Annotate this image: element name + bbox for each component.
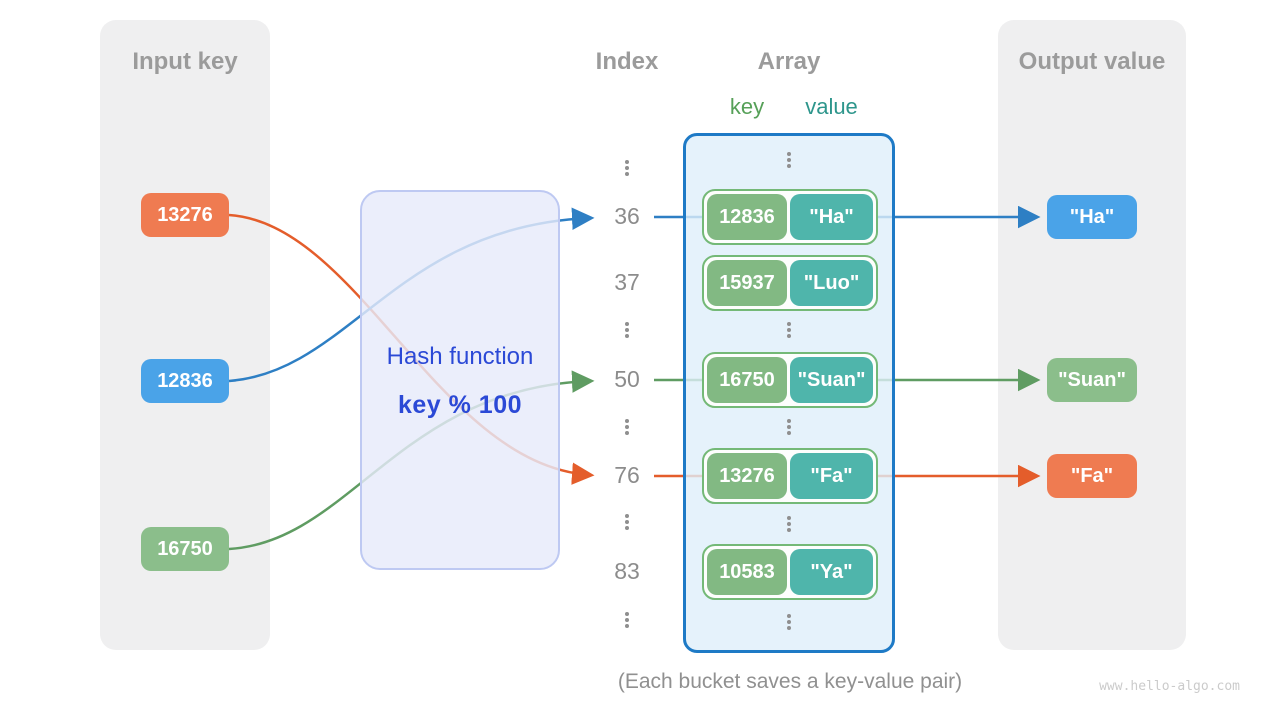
- index-ellipsis-dots: [625, 322, 629, 326]
- key-column-label: key: [729, 94, 765, 119]
- bucket-key: 13276: [707, 453, 787, 499]
- index-76: 76: [614, 462, 640, 488]
- bucket-value: "Fa": [790, 453, 873, 499]
- output-value-suan: "Suan": [1047, 358, 1137, 402]
- output-panel-title: Output value: [1018, 48, 1166, 75]
- diagram-caption: (Each bucket saves a key-value pair): [617, 670, 963, 693]
- output-value-panel: [998, 20, 1186, 650]
- bucket-value: "Ha": [790, 194, 873, 240]
- output-value-ha: "Ha": [1047, 195, 1137, 239]
- hash-function-label: Hash function: [386, 343, 534, 370]
- bucket-row: 12836 "Ha": [702, 189, 878, 245]
- value-column-label: value: [805, 94, 858, 119]
- hash-function-box: [360, 190, 560, 570]
- index-ellipsis-dots: [625, 514, 629, 518]
- bucket-key: 15937: [707, 260, 787, 306]
- array-ellipsis-dots: [787, 516, 791, 520]
- input-key-12836: 12836: [141, 359, 229, 403]
- bucket-value: "Ya": [790, 549, 873, 595]
- input-key-16750: 16750: [141, 527, 229, 571]
- input-panel-title: Input key: [132, 48, 238, 75]
- array-column-header: Array: [757, 48, 821, 75]
- bucket-key: 12836: [707, 194, 787, 240]
- bucket-value: "Luo": [790, 260, 873, 306]
- bucket-row: 15937 "Luo": [702, 255, 878, 311]
- bucket-row: 16750 "Suan": [702, 352, 878, 408]
- hash-formula: key % 100: [397, 391, 523, 419]
- index-ellipsis-dots: [625, 612, 629, 616]
- input-key-13276: 13276: [141, 193, 229, 237]
- index-ellipsis-dots: [625, 160, 629, 164]
- array-ellipsis-dots: [787, 152, 791, 156]
- bucket-key: 10583: [707, 549, 787, 595]
- index-36: 36: [614, 203, 640, 229]
- index-column-header: Index: [595, 48, 659, 75]
- output-value-fa: "Fa": [1047, 454, 1137, 498]
- array-ellipsis-dots: [787, 614, 791, 618]
- index-50: 50: [614, 366, 640, 392]
- bucket-key: 16750: [707, 357, 787, 403]
- bucket-row: 13276 "Fa": [702, 448, 878, 504]
- index-37: 37: [614, 269, 640, 295]
- bucket-row: 10583 "Ya": [702, 544, 878, 600]
- bucket-value: "Suan": [790, 357, 873, 403]
- array-ellipsis-dots: [787, 322, 791, 326]
- site-watermark: www.hello-algo.com: [1099, 679, 1240, 694]
- index-83: 83: [614, 558, 640, 584]
- array-ellipsis-dots: [787, 419, 791, 423]
- index-ellipsis-dots: [625, 419, 629, 423]
